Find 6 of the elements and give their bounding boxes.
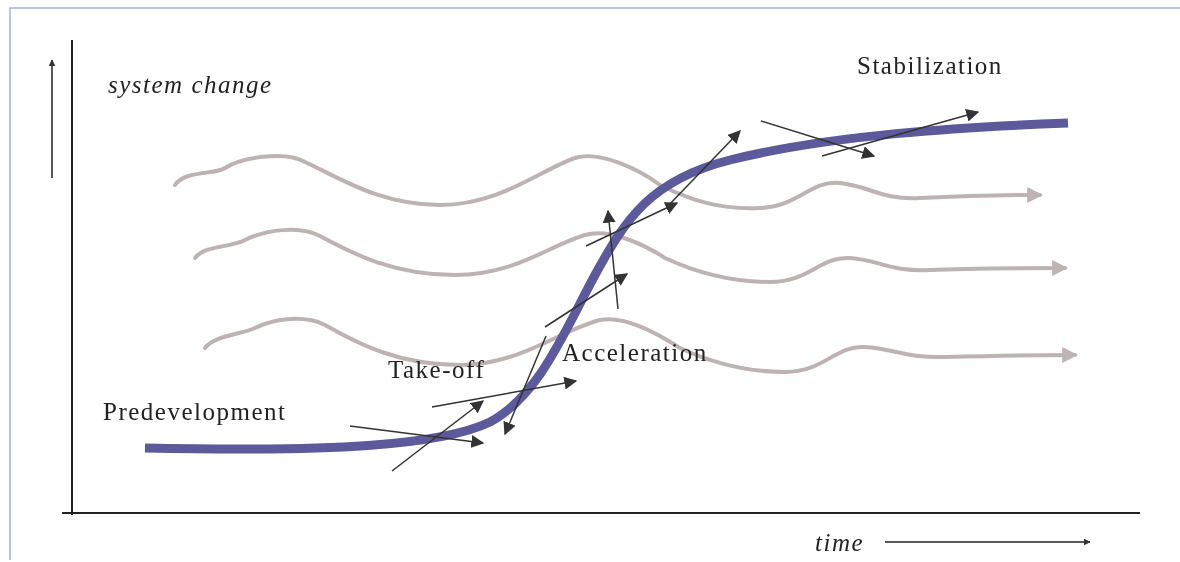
phase-label: Acceleration [562,340,708,365]
phase-label: Take-off [388,357,486,382]
axis-label: system change [108,72,273,97]
axis-label: time [815,530,865,555]
phase-label: Stabilization [857,53,1003,78]
phase-label: Predevelopment [103,399,287,424]
